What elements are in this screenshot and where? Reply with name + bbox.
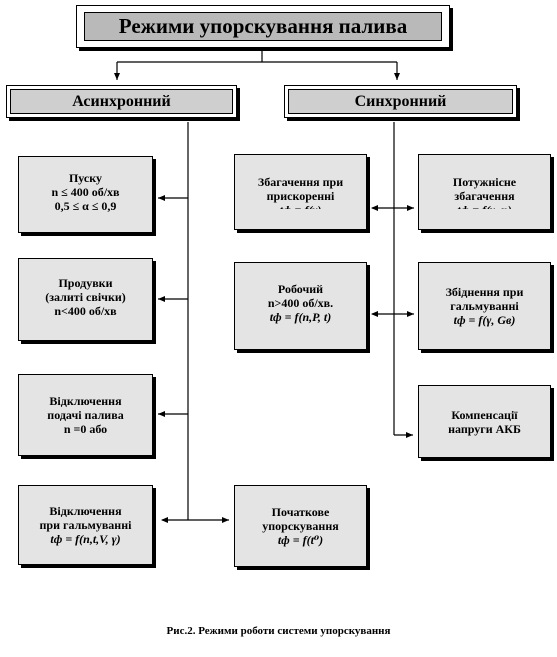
sync-header: Синхронний <box>288 89 513 114</box>
mode-start-rpm: n ≤ 400 об/хв <box>51 184 120 199</box>
mode-power-box: Потужнісне збагачення tф = f(γ, n) <box>418 154 551 230</box>
mode-accel-desc: прискоренні <box>266 189 335 203</box>
mode-power-title: Потужнісне <box>452 175 517 189</box>
mode-brake-lean-formula: tф = f(γ, Gв) <box>453 313 516 327</box>
mode-initial-formula: tф = f(t⁰) <box>277 533 324 547</box>
mode-initial-box: Початкове упорскування tф = f(t⁰) <box>234 485 367 567</box>
async-header-box: Асинхронний <box>6 85 237 118</box>
mode-initial-title: Початкове <box>271 505 330 519</box>
mode-battery-desc: напруги АКБ <box>448 421 521 436</box>
mode-start-box: Пуску n ≤ 400 об/хв 0,5 ≤ α ≤ 0,9 …… <box>18 156 153 233</box>
mode-power-desc: збагачення <box>454 189 515 203</box>
mode-brake-cutoff-box: Відключення при гальмуванні tф = f(n,t,V… <box>18 485 153 565</box>
mode-working-formula: tф = f(n,P, t) <box>269 310 332 324</box>
mode-cutoff-cond: n =0 або <box>63 422 108 436</box>
mode-working-title: Робочий <box>277 282 324 296</box>
async-header: Асинхронний <box>10 89 233 114</box>
mode-accel-formula: tф = f(γ) <box>280 203 322 209</box>
mode-cutoff-box: Відключення подачі палива n =0 або <box>18 374 153 456</box>
mode-start-title: Пуску <box>68 170 103 185</box>
mode-working-box: Робочий n>400 об/хв. tф = f(n,P, t) … <box>234 262 367 350</box>
mode-start-extra: …… <box>74 213 98 219</box>
mode-brake-lean-desc: гальмуванні <box>450 299 519 313</box>
mode-start-alpha: 0,5 ≤ α ≤ 0,9 <box>54 198 117 213</box>
mode-brake-lean-title: Збіднення при <box>445 285 524 299</box>
sync-header-box: Синхронний <box>284 85 517 118</box>
mode-purge-box: Продувки (залиті свічки) n<400 об/хв … <box>18 258 153 341</box>
mode-working-extra: … <box>295 324 307 330</box>
diagram-title: Режими упорскування палива <box>84 12 442 41</box>
mode-brake-cutoff-title: Відключення <box>49 504 122 518</box>
diagram-title-box: Режими упорскування палива <box>76 5 450 48</box>
mode-battery-title: Компенсації <box>451 407 518 422</box>
mode-accel-title: Збагачення при <box>257 175 344 189</box>
mode-working-rpm: n>400 об/хв. <box>267 296 334 310</box>
mode-cutoff-desc: подачі палива <box>47 408 124 422</box>
mode-initial-desc: упорскування <box>262 519 339 533</box>
mode-brake-cutoff-formula: tф = f(n,t,V, γ) <box>50 532 121 546</box>
mode-purge-note: (залиті свічки) <box>45 289 126 304</box>
mode-purge-rpm: n<400 об/хв <box>54 303 117 318</box>
mode-battery-box: Компенсації напруги АКБ <box>418 385 551 458</box>
mode-power-formula: tф = f(γ, n) <box>457 203 511 209</box>
mode-brake-cutoff-desc: при гальмуванні <box>39 518 132 532</box>
mode-brake-lean-box: Збіднення при гальмуванні tф = f(γ, Gв) <box>418 262 551 350</box>
mode-purge-title: Продувки <box>58 275 113 290</box>
mode-purge-extra: … <box>80 318 92 324</box>
mode-cutoff-title: Відключення <box>49 394 122 408</box>
figure-caption: Рис.2. Режими роботи системи упорскуванн… <box>166 625 391 637</box>
mode-accel-box: Збагачення при прискоренні tф = f(γ) <box>234 154 367 230</box>
